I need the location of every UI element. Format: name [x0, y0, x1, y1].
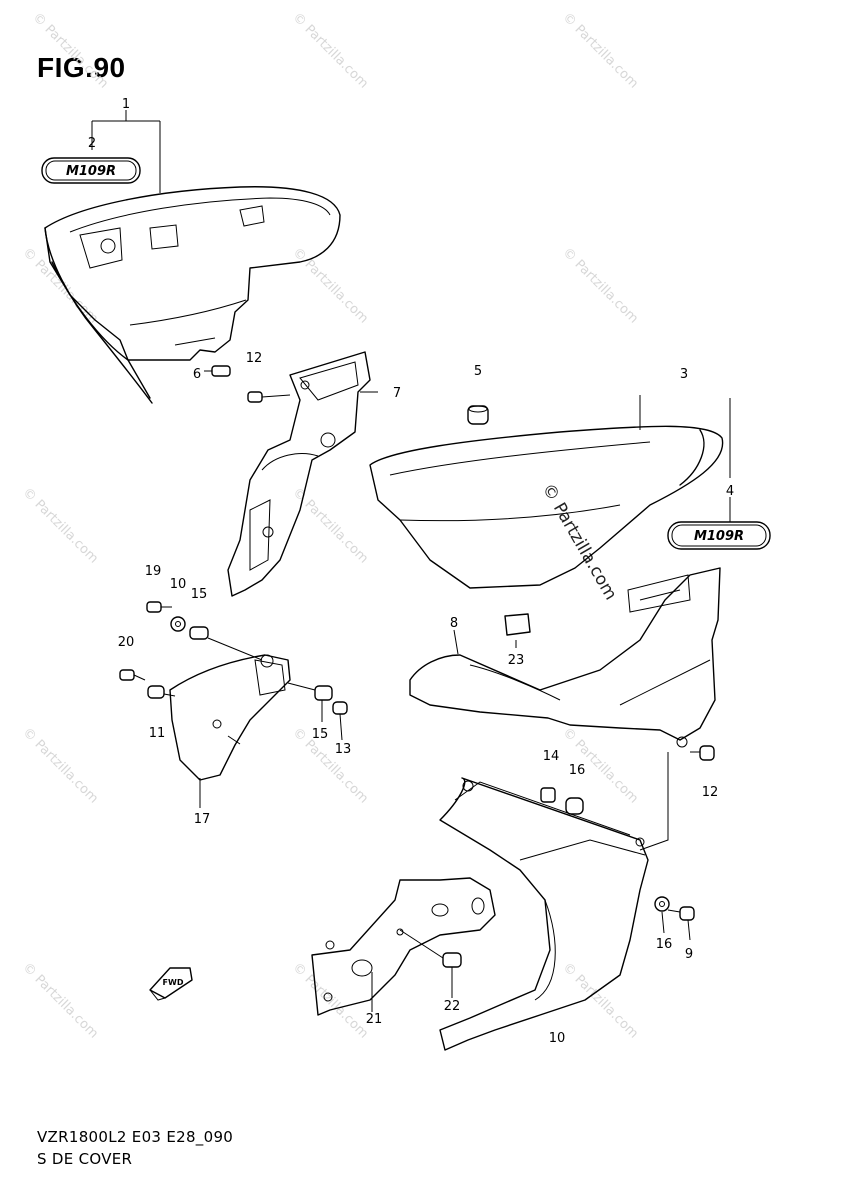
- callout-8: 8: [450, 616, 458, 631]
- callout-1: 1: [122, 97, 130, 112]
- screw-part: [204, 365, 291, 403]
- callout-19: 19: [145, 564, 162, 579]
- badge-text: M109R: [66, 164, 116, 179]
- pad-part: [504, 613, 531, 636]
- callout-2: 2: [88, 136, 96, 151]
- m109r-badge-part: M109R: [667, 521, 771, 550]
- m109r-badge-part: M109R: [41, 157, 141, 184]
- callout-3: 3: [680, 367, 688, 382]
- callout-12: 12: [246, 351, 263, 366]
- mounting-plate-part: [311, 877, 496, 1016]
- callout-13: 13: [335, 742, 352, 757]
- guard-plate-part: [169, 654, 291, 781]
- callout-16: 16: [656, 937, 673, 952]
- badge-text: M109R: [694, 529, 744, 544]
- forward-arrow: FWD: [149, 967, 193, 1001]
- hardware-part: [654, 896, 695, 921]
- callout-7: 7: [393, 386, 401, 401]
- callout-15: 15: [312, 727, 329, 742]
- callout-9: 9: [685, 947, 693, 962]
- callout-6: 6: [193, 367, 201, 382]
- seat-cowl-part: [44, 186, 341, 404]
- callout-20: 20: [118, 635, 135, 650]
- side-cover-part: [369, 425, 724, 589]
- callout-12: 12: [702, 785, 719, 800]
- hardware-part: [540, 745, 715, 815]
- diagram-code: VZR1800L2 E03 E28_090: [37, 1128, 234, 1146]
- callout-10: 10: [170, 577, 187, 592]
- callout-21: 21: [366, 1012, 383, 1027]
- callout-17: 17: [194, 812, 211, 827]
- callout-14: 14: [543, 749, 560, 764]
- callout-16: 16: [569, 763, 586, 778]
- callout-4: 4: [726, 484, 734, 499]
- lower-bracket-part: [439, 777, 649, 1051]
- callout-5: 5: [474, 364, 482, 379]
- figure-title: FIG.90: [37, 52, 126, 83]
- bracket-part: [227, 351, 371, 597]
- forward-arrow-label: FWD: [163, 978, 184, 987]
- callout-11: 11: [149, 726, 166, 741]
- callout-15: 15: [191, 587, 208, 602]
- lower-cover-part: [409, 567, 721, 748]
- callout-23: 23: [508, 653, 525, 668]
- hardware-part: [119, 601, 348, 745]
- grommet-part: [467, 405, 489, 425]
- callout-22: 22: [444, 999, 461, 1014]
- callout-10: 10: [549, 1031, 566, 1046]
- bolt-part: [399, 929, 462, 968]
- diagram-name: S DE COVER: [37, 1150, 133, 1168]
